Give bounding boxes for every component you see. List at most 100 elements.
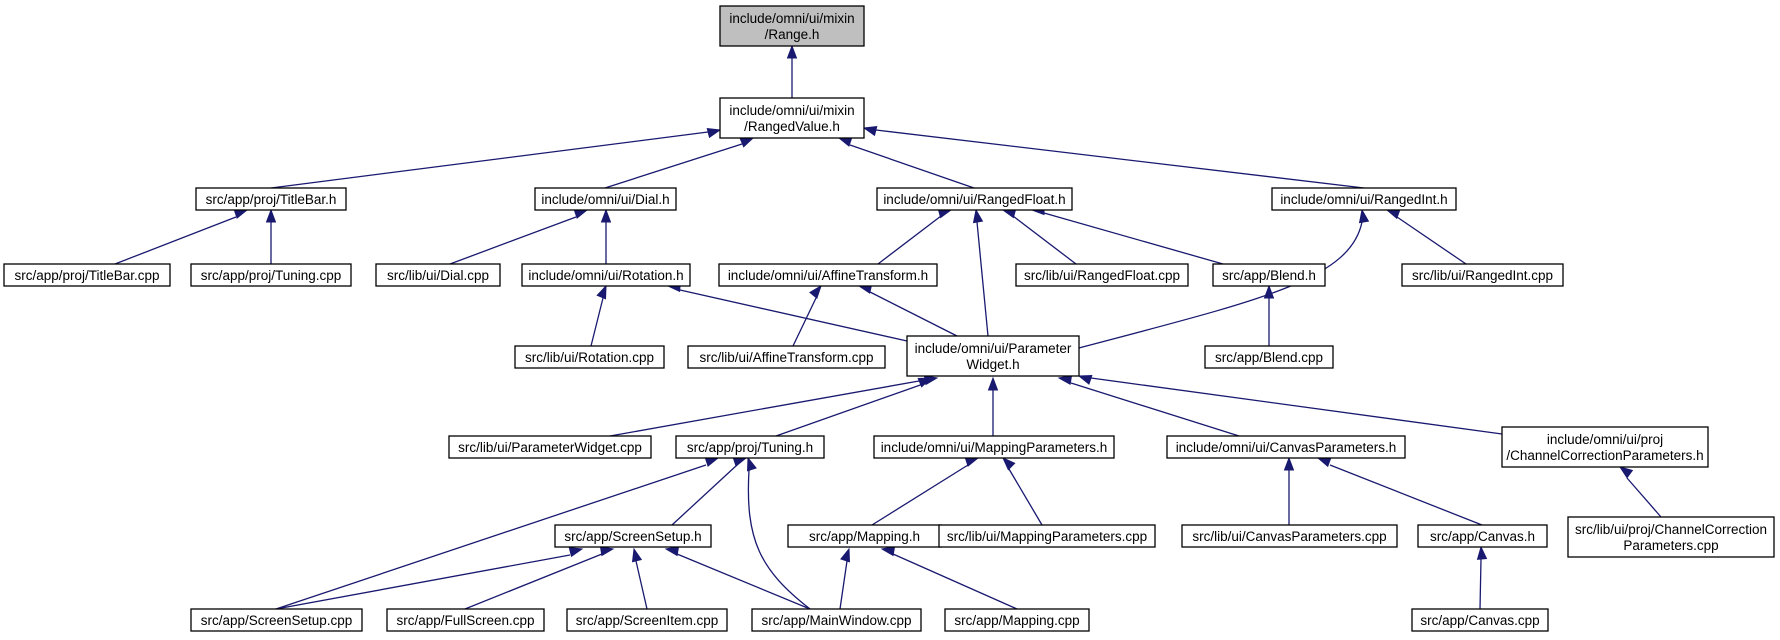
file-node-mapping-h[interactable]: src/app/Mapping.h (787, 524, 942, 548)
node-label: src/app/Mapping.h (809, 529, 920, 544)
file-node-mapping-cpp[interactable]: src/app/Mapping.cpp (944, 608, 1090, 632)
edge-line (449, 216, 577, 265)
file-node-rotation-cpp[interactable]: src/lib/ui/Rotation.cpp (514, 345, 665, 369)
edge-line (635, 560, 648, 610)
file-node-rangedint-cpp[interactable]: src/lib/ui/RangedInt.cpp (1401, 263, 1564, 287)
arrowhead-icon (1476, 545, 1488, 560)
file-node-screensetup-cpp[interactable]: src/app/ScreenSetup.cpp (190, 608, 363, 632)
edge-line (1090, 377, 1503, 435)
dependency-edge-screenitem_cpp-to-screensetup_h (631, 547, 648, 610)
node-label: include/omni/ui/Parameter (915, 341, 1072, 356)
file-node-tuning-h[interactable]: src/app/proj/Tuning.h (675, 435, 825, 459)
file-node-affine-h[interactable]: include/omni/ui/AffineTransform.h (718, 263, 938, 287)
file-node-rangedfloat-cpp[interactable]: src/lib/ui/RangedFloat.cpp (1015, 263, 1189, 287)
arrowhead-icon (1001, 456, 1016, 471)
arrowhead-icon (599, 545, 615, 557)
node-box (1411, 608, 1549, 632)
arrowhead-icon (880, 545, 896, 557)
node-label: src/app/Blend.cpp (1215, 350, 1323, 365)
dependency-edge-mainwindow_cpp-to-screensetup_h (664, 545, 811, 610)
file-node-mainwindow-cpp[interactable]: src/app/MainWindow.cpp (751, 608, 922, 632)
node-box (675, 435, 825, 459)
file-node-blend-h[interactable]: src/app/Blend.h (1212, 263, 1326, 287)
node-label: src/lib/ui/Rotation.cpp (525, 350, 654, 365)
edge-line (849, 144, 975, 189)
dependency-edge-canvas_h-to-canvasparams_h (1316, 457, 1483, 526)
node-label: include/omni/ui/mixin (729, 11, 854, 26)
edge-line (1329, 464, 1483, 526)
edge-line (1626, 477, 1662, 518)
file-node-channelcorr-cpp[interactable]: src/lib/ui/proj/ChannelCorrectionParamet… (1567, 516, 1775, 558)
edge-line (275, 464, 707, 610)
node-box (906, 335, 1080, 377)
node-label: src/app/proj/TitleBar.h (206, 192, 337, 207)
edge-line (747, 469, 811, 610)
arrowhead-icon (972, 208, 984, 224)
file-node-screensetup-h[interactable]: src/app/ScreenSetup.h (554, 524, 712, 548)
dependency-edge-tuning_cpp-to-titlebar_h (265, 208, 277, 264)
file-node-rangedvalue-h[interactable]: include/omni/ui/mixin/RangedValue.h (719, 97, 865, 139)
node-label: include/omni/ui/AffineTransform.h (728, 268, 928, 283)
node-label: src/app/ScreenItem.cpp (576, 613, 719, 628)
file-node-fullscreen-cpp[interactable]: src/app/FullScreen.cpp (386, 608, 545, 632)
arrowhead-icon (987, 376, 999, 391)
arrowhead-icon (706, 127, 722, 139)
node-label: /Range.h (765, 27, 820, 42)
edge-line (464, 553, 603, 610)
edge-line (1479, 558, 1482, 610)
file-node-mappingparams-cpp[interactable]: src/lib/ui/MappingParameters.cpp (938, 524, 1156, 548)
file-node-dial-cpp[interactable]: src/lib/ui/Dial.cpp (375, 263, 501, 287)
dependency-edge-mapping_cpp-to-mapping_h (880, 545, 1018, 610)
node-label: src/lib/ui/RangedFloat.cpp (1024, 268, 1180, 283)
dependency-edge-rangedint_h-to-rangedvalue_h (862, 125, 1365, 189)
dependency-edge-paramwidget_h-to-rotation_h (666, 281, 908, 342)
dependency-edge-blend_h-to-rangedfloat_h (1030, 204, 1224, 265)
file-node-titlebar-cpp[interactable]: src/app/proj/TitleBar.cpp (3, 263, 171, 287)
node-label: src/app/proj/TitleBar.cpp (14, 268, 159, 283)
file-node-range-h[interactable]: include/omni/ui/mixin/Range.h (719, 5, 865, 47)
file-node-titlebar-h[interactable]: src/app/proj/TitleBar.h (195, 187, 347, 211)
file-node-canvas-h[interactable]: src/app/Canvas.h (1417, 524, 1548, 548)
arrowhead-icon (746, 456, 757, 472)
node-box (687, 345, 886, 369)
edge-line (676, 553, 811, 610)
file-node-screenitem-cpp[interactable]: src/app/ScreenItem.cpp (566, 608, 728, 632)
node-box (1271, 187, 1457, 211)
node-label: src/app/proj/Tuning.cpp (201, 268, 342, 283)
dependency-edge-paramwidget_h-to-rangedint_h (1078, 208, 1370, 349)
file-node-rangedfloat-h[interactable]: include/omni/ui/RangedFloat.h (876, 187, 1073, 211)
file-node-canvasparams-cpp[interactable]: src/lib/ui/CanvasParameters.cpp (1181, 524, 1398, 548)
node-label: src/lib/ui/Dial.cpp (387, 268, 489, 283)
node-box (1181, 524, 1398, 548)
file-node-rangedint-h[interactable]: include/omni/ui/RangedInt.h (1271, 187, 1457, 211)
file-node-paramwidget-cpp[interactable]: src/lib/ui/ParameterWidget.cpp (448, 435, 652, 459)
file-node-tuning-cpp[interactable]: src/app/proj/Tuning.cpp (190, 263, 352, 287)
node-label: Widget.h (966, 357, 1019, 372)
file-node-mappingparams-h[interactable]: include/omni/ui/MappingParameters.h (873, 435, 1115, 459)
edge-line (1396, 216, 1467, 265)
edge-line (114, 216, 237, 265)
file-node-blend-cpp[interactable]: src/app/Blend.cpp (1204, 345, 1334, 369)
node-layer: include/omni/ui/mixin/Range.hinclude/omn… (3, 5, 1775, 632)
file-node-affine-cpp[interactable]: src/lib/ui/AffineTransform.cpp (687, 345, 886, 369)
file-node-canvas-cpp[interactable]: src/app/Canvas.cpp (1411, 608, 1549, 632)
edge-line (1012, 215, 1077, 265)
file-node-canvasparams-h[interactable]: include/omni/ui/CanvasParameters.h (1166, 435, 1406, 459)
file-node-rotation-h[interactable]: include/omni/ui/Rotation.h (521, 263, 691, 287)
node-label: src/app/Blend.h (1222, 268, 1316, 283)
arrowhead-icon (837, 136, 853, 147)
file-node-dial-h[interactable]: include/omni/ui/Dial.h (534, 187, 677, 211)
edge-line (609, 380, 920, 437)
node-box (521, 263, 691, 287)
file-node-paramwidget-h[interactable]: include/omni/ui/ParameterWidget.h (906, 335, 1080, 377)
arrowhead-icon (732, 456, 748, 467)
node-label: src/lib/ui/ParameterWidget.cpp (458, 440, 642, 455)
edge-line (679, 289, 908, 342)
edge-line (671, 464, 738, 526)
node-box (1204, 345, 1334, 369)
node-box (1015, 263, 1189, 287)
arrowhead-icon (664, 545, 680, 557)
file-node-channelcorr-h[interactable]: include/omni/ui/proj/ChannelCorrectionPa… (1501, 426, 1709, 468)
arrowhead-icon (739, 137, 755, 148)
